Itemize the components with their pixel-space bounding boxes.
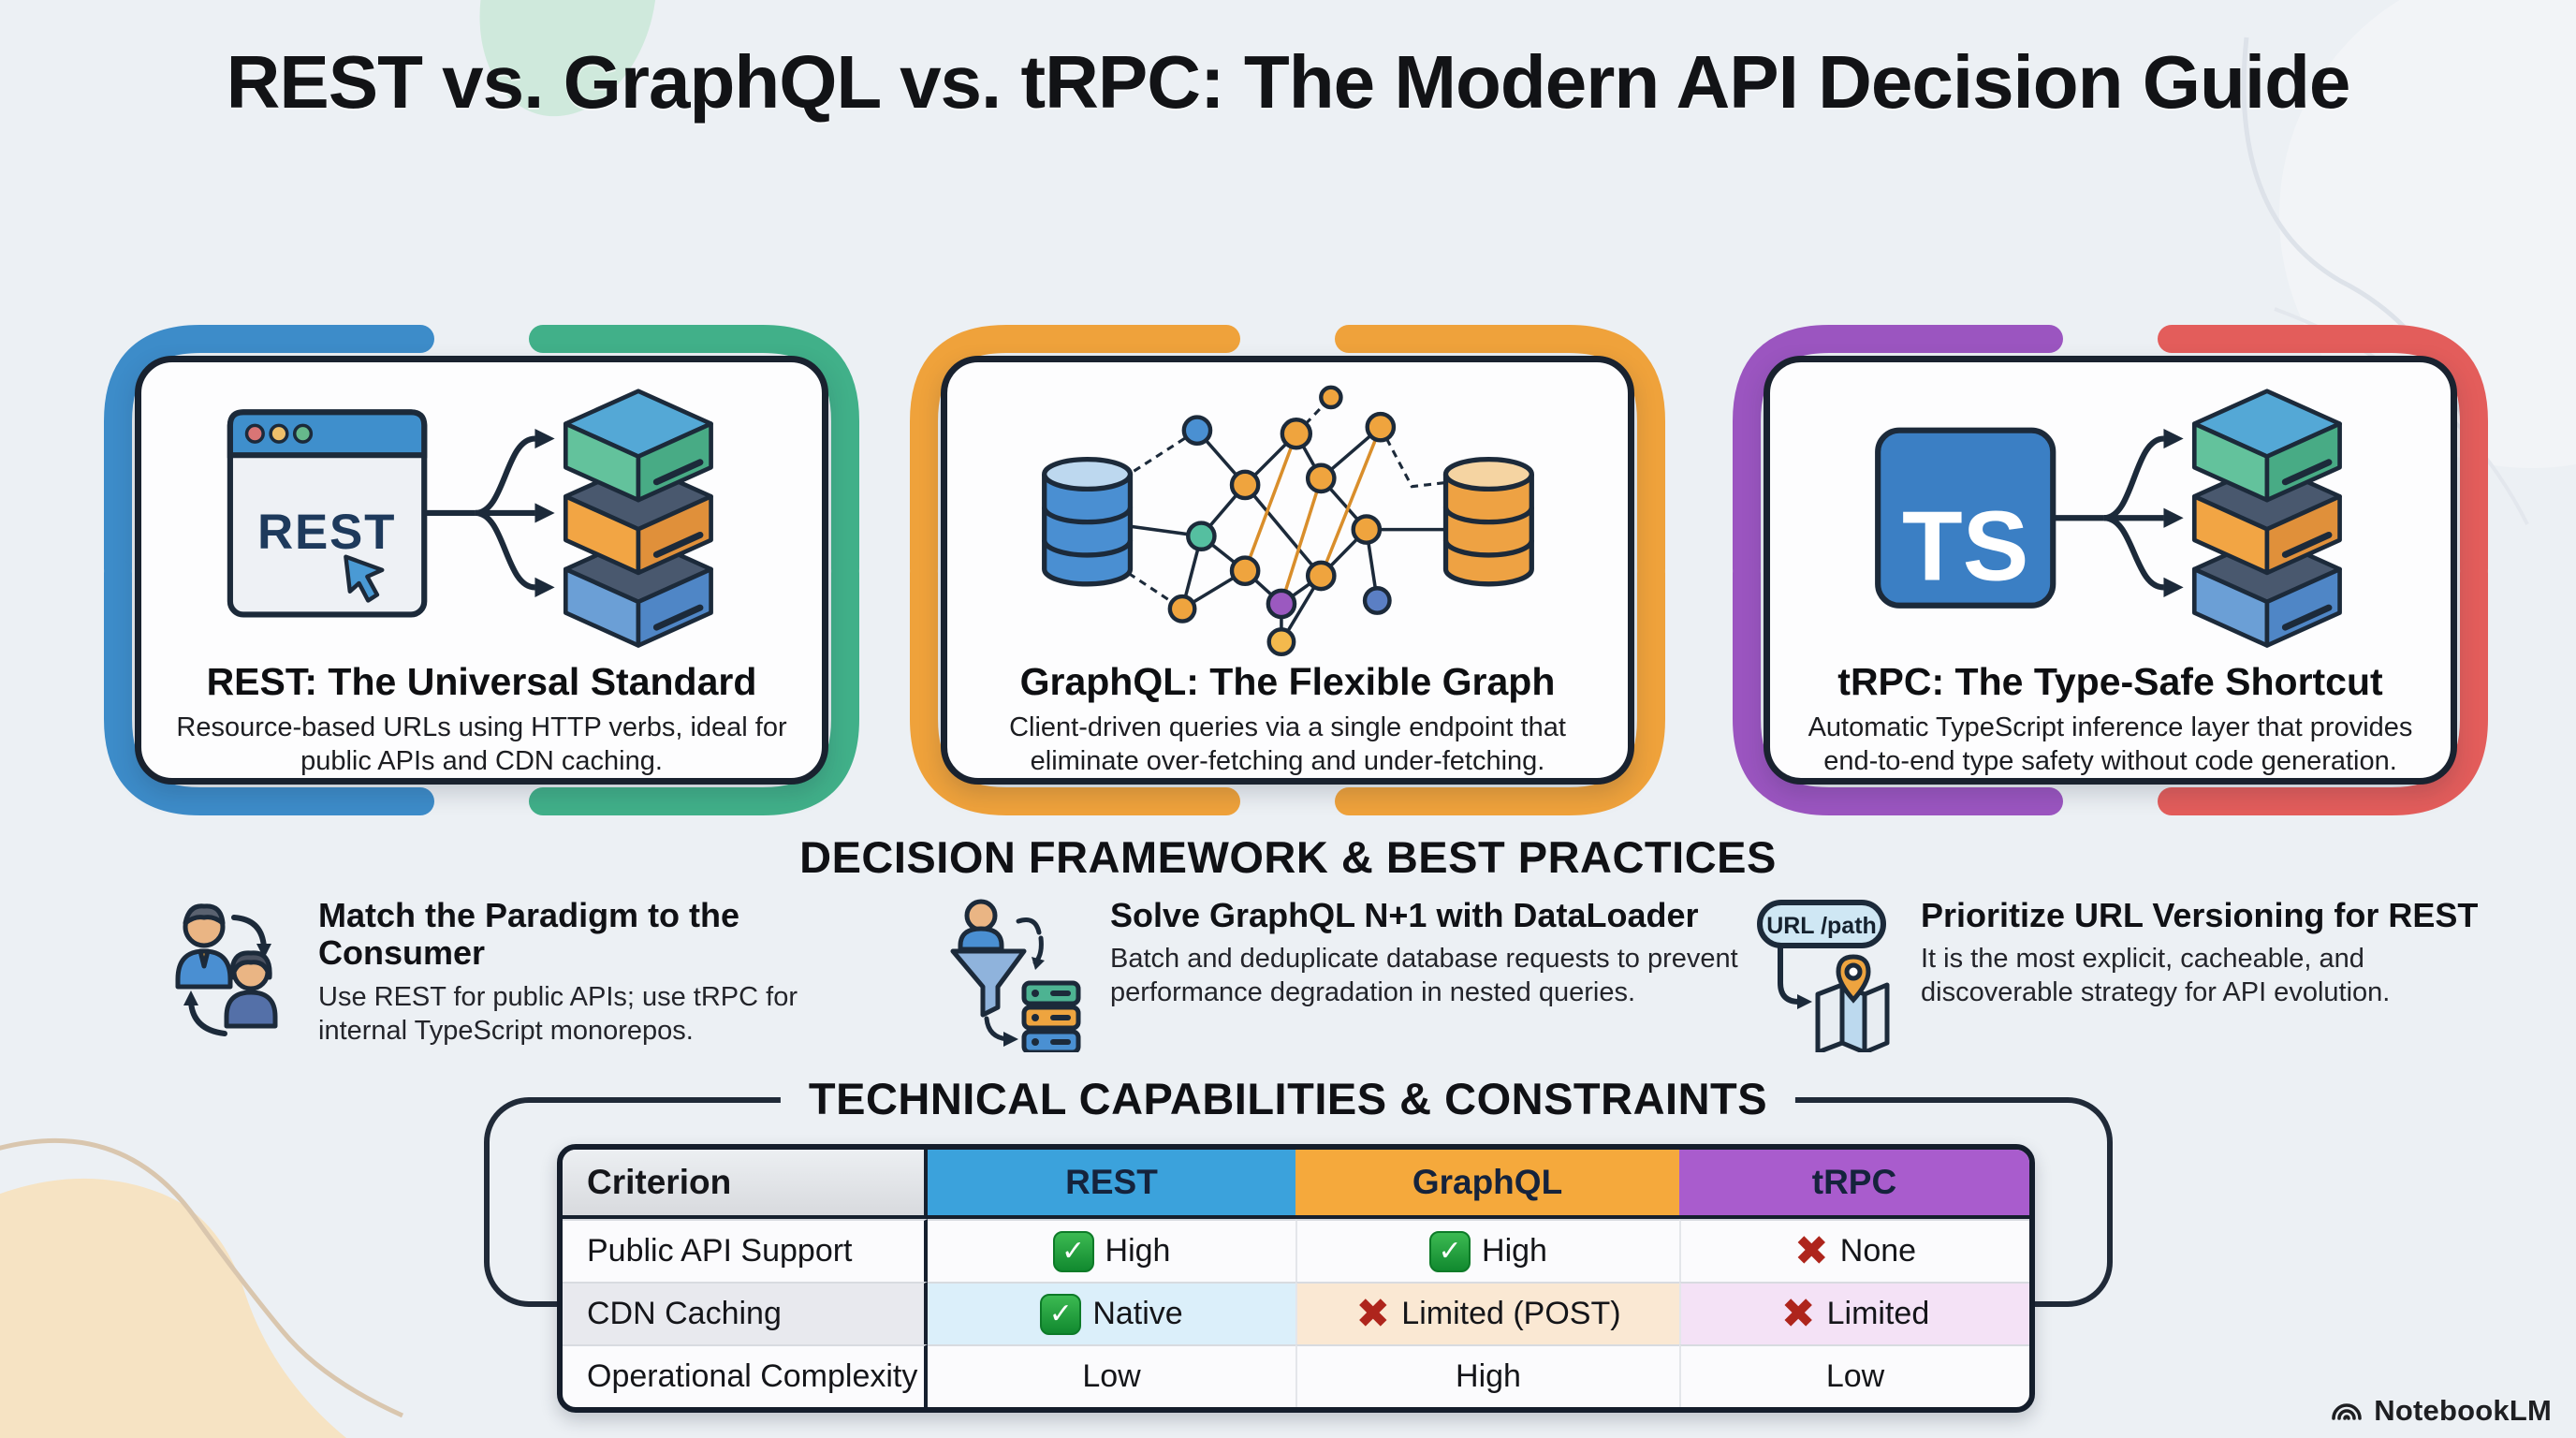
svg-text:URL /path: URL /path [1766,913,1877,939]
ts-logo-label: TS [1902,491,2028,601]
framework-section-heading: DECISION FRAMEWORK & BEST PRACTICES [799,832,1777,882]
card-rest: REST REST: The Universal St [104,325,859,815]
best-practice-title: Prioritize URL Versioning for REST [1921,896,2479,934]
check-icon: ✓ [1052,1230,1094,1272]
cross-icon: ✖ [1355,1290,1391,1337]
url-map-icon: URL /path [1757,900,1890,1052]
card-trpc-corner-brackets [1733,325,2488,815]
cross-icon: ✖ [1780,1290,1816,1337]
check-icon: ✓ [1429,1230,1471,1272]
card-graphql-title: GraphQL: The Flexible Graph [1019,660,1556,703]
capabilities-table: Criterion REST GraphQL tRPC Public API S… [557,1144,2035,1413]
table-cell: ✖Limited [1679,1282,2029,1344]
cross-icon: ✖ [1793,1227,1829,1274]
best-practice-description: Use REST for public APIs; use tRPC for i… [318,981,798,1046]
graph-network-icon [1041,385,1534,657]
people-swap-icon [175,903,278,1036]
database-left-icon [1041,456,1133,587]
url-path-badge [1757,900,1886,948]
card-trpc-description: Automatic TypeScript inference layer tha… [1808,712,2413,776]
check-icon: ✓ [1040,1293,1082,1335]
typescript-to-resources-icon: TS [1874,379,2401,660]
funnel-dataloader-icon [950,899,1081,1052]
card-rest-description: Resource-based URLs using HTTP verbs, id… [176,712,787,776]
fanout-arrows [425,435,535,591]
database-right-icon [1442,456,1534,587]
graph-nodes [1167,385,1396,657]
card-rest-title: REST: The Universal Standard [206,660,757,703]
table-cell: High [1295,1344,1679,1407]
best-practice-url-versioning: URL /path Prioritize URL Versioning for … [1756,896,2486,1052]
card-trpc-body: TS tRPC: The Type-Safe Shortcut Automati… [1764,356,2457,785]
card-rest-body: REST REST: The Universal St [135,356,828,785]
peach-outline-curve [0,1137,404,1418]
best-practice-description: Batch and deduplicate database requests … [1110,944,1738,1008]
card-graphql-corner-brackets [910,325,1665,815]
table-header-trpc: tRPC [1679,1150,2029,1219]
table-header-rest: REST [928,1150,1295,1219]
notebooklm-logo-icon [2332,1403,2363,1420]
card-graphql-description: Client-driven queries via a single endpo… [1009,712,1566,776]
table-cell: ✖Limited (POST) [1295,1282,1679,1344]
best-practice-title: Solve GraphQL N+1 with DataLoader [1110,896,1699,934]
best-practice-description: It is the most explicit, cacheable, and … [1921,944,2391,1008]
best-practice-paradigm: Match the Paradigm to the Consumer Use R… [165,896,867,1052]
best-practice-dataloader: Solve GraphQL N+1 with DataLoader Batch … [945,896,1750,1052]
peach-blob [0,1178,346,1438]
card-trpc: TS tRPC: The Type-Safe Shortcut Automati… [1733,325,2488,815]
card-rest-corner-brackets [104,325,859,815]
card-graphql: GraphQL: The Flexible Graph Client-drive… [910,325,1665,815]
card-trpc-title: tRPC: The Type-Safe Shortcut [1837,660,2383,703]
table-header-criterion: Criterion [563,1150,928,1219]
table-cell: Low [1679,1344,2029,1407]
browser-to-resources-icon: REST [227,379,772,660]
browser-window [227,409,427,618]
typescript-logo [1874,427,2056,609]
location-pin-icon [1836,954,1871,1004]
table-cell: ✖None [1679,1219,2029,1282]
table-row-criterion: CDN Caching [563,1282,928,1344]
rest-window-label: REST [256,505,395,560]
mint-blob [479,0,657,117]
page-title: REST vs. GraphQL vs. tRPC: The Modern AP… [226,40,2351,124]
fanout-arrows [2054,435,2164,591]
table-cell: ✓Native [928,1282,1295,1344]
table-row-criterion: Public API Support [563,1219,928,1282]
table-cell: Low [928,1344,1295,1407]
card-graphql-body: GraphQL: The Flexible Graph Client-drive… [941,356,1634,785]
capabilities-section-heading: TECHNICAL CAPABILITIES & CONSTRAINTS [780,1073,1796,1124]
table-cell: ✓High [1295,1219,1679,1282]
table-header-graphql: GraphQL [1295,1150,1679,1219]
cursor-icon [343,554,384,603]
map-icon [1815,982,1890,1052]
notebooklm-watermark: NotebookLM [2329,1393,2552,1429]
table-row-criterion: Operational Complexity [563,1344,928,1407]
table-cell: ✓High [928,1219,1295,1282]
best-practice-title: Match the Paradigm to the Consumer [318,896,740,973]
notebooklm-label: NotebookLM [2374,1394,2552,1427]
